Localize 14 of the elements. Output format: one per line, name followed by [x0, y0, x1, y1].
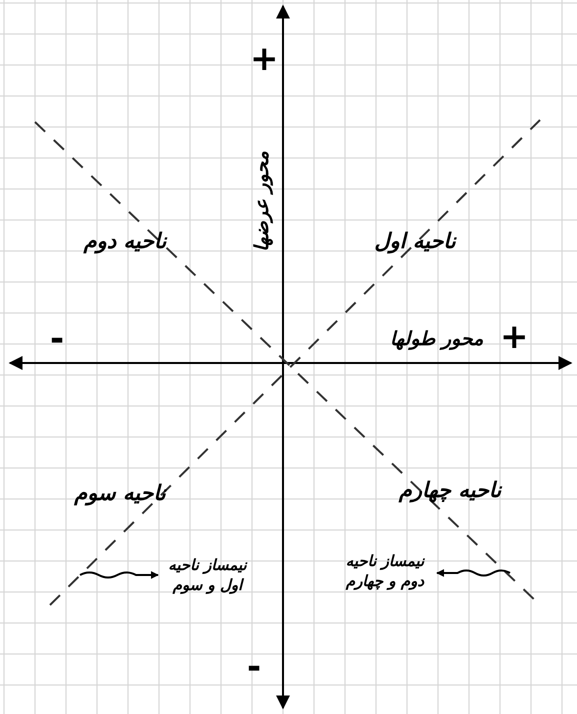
axis-sign: +	[500, 320, 528, 354]
axis-sign: -	[247, 650, 262, 684]
quadrant-label: ناحیه اول	[350, 228, 480, 256]
axis-sign: +	[250, 42, 278, 76]
quadrant-label: ناحیه دوم	[60, 228, 190, 256]
axis-sign: -	[50, 322, 64, 356]
wavy-arrow	[436, 569, 510, 577]
axis-label: محور عرضها	[252, 151, 272, 252]
quadrant-label: ناحیه سوم	[55, 480, 185, 508]
axis-label: محور طولها	[390, 330, 484, 349]
bisector-label: نیمساز ناحیه اول و سوم	[160, 556, 255, 595]
wavy-arrow	[80, 571, 159, 579]
quadrant-label: ناحیه چهارم	[380, 477, 520, 504]
bisector-label: نیمساز ناحیه دوم و چهارم	[335, 552, 435, 591]
